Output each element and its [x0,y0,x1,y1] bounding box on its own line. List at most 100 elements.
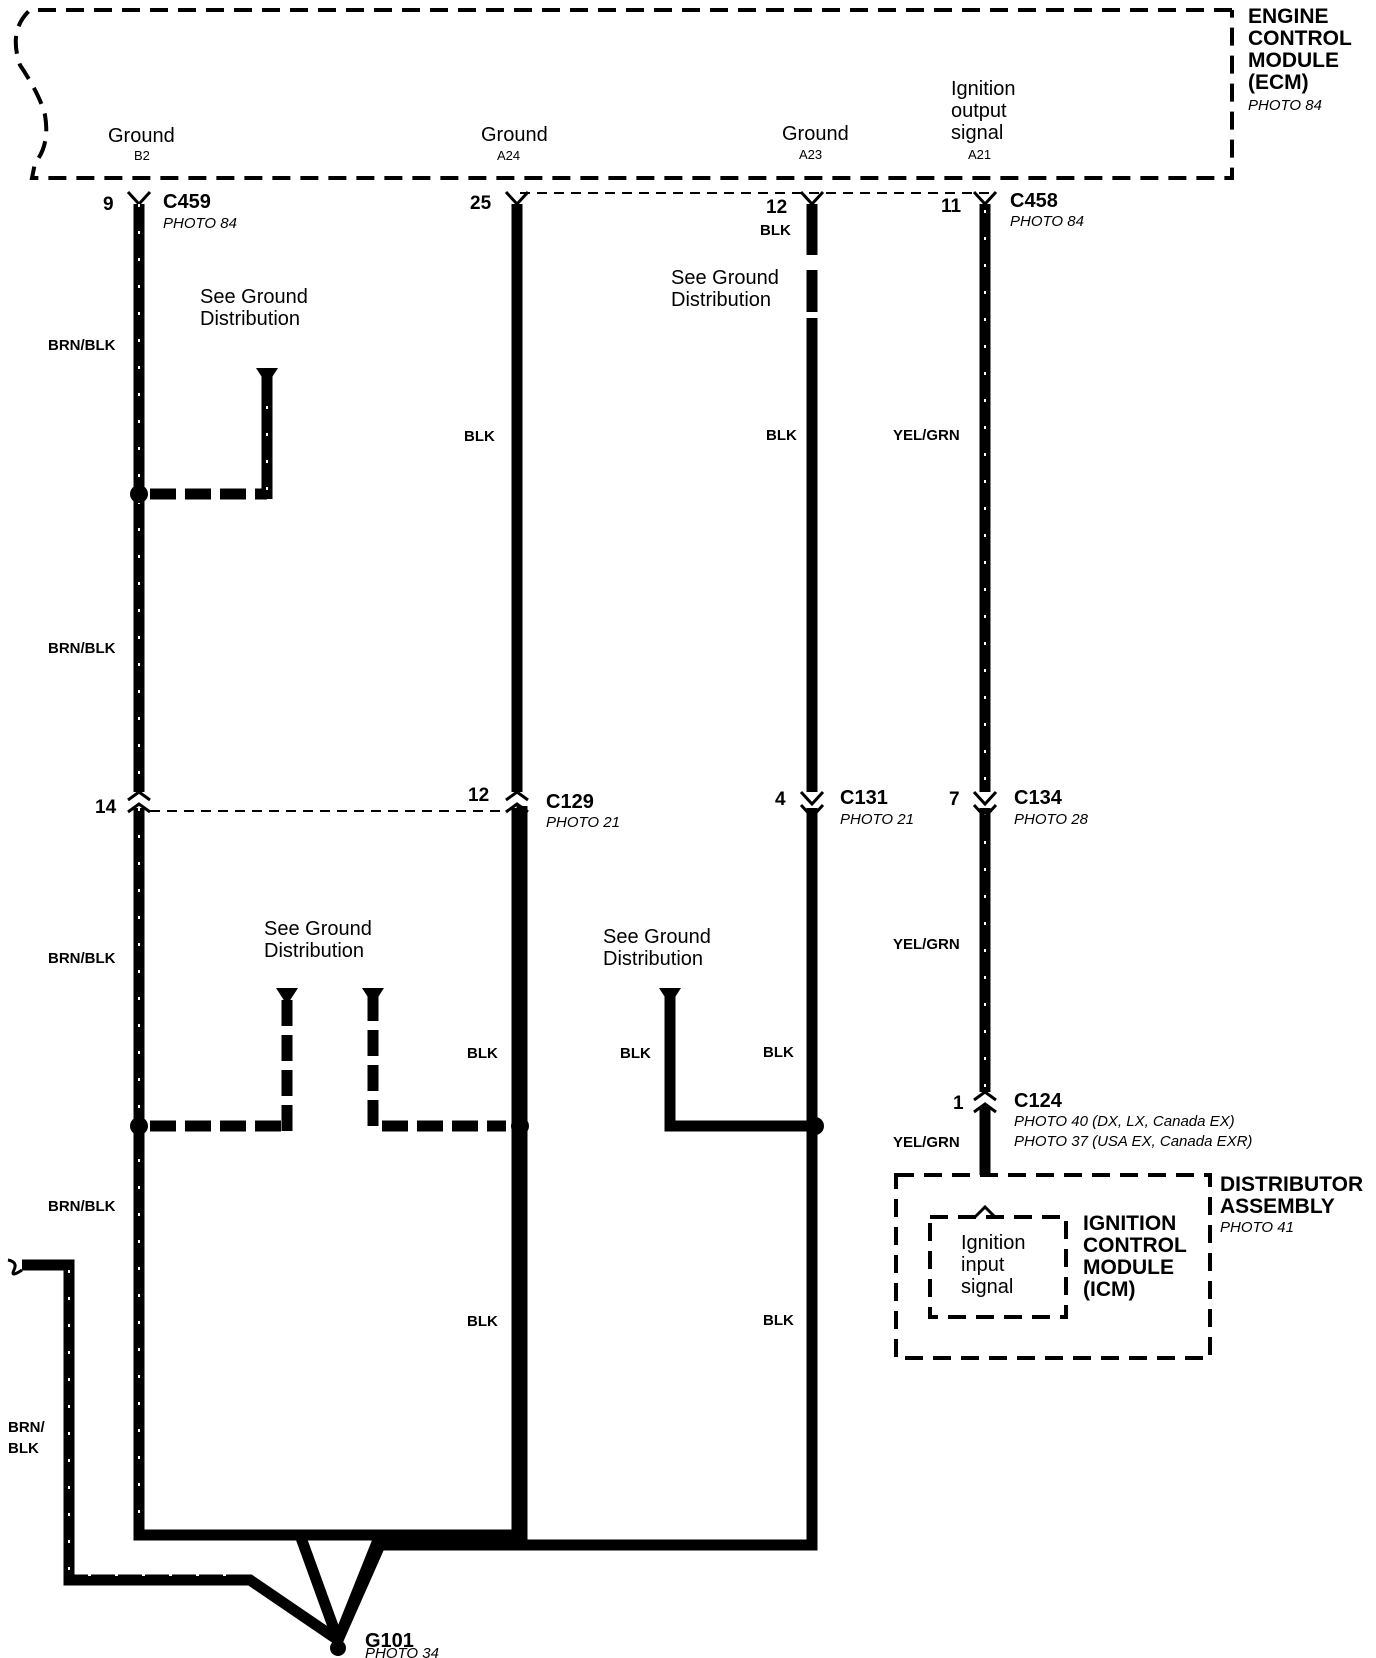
wire-break-symbol [7,1258,23,1276]
splice-node-upper [130,485,148,503]
ground-converge-wires [139,1529,522,1643]
wire-color-blk-a23-3: BLK [763,1312,794,1329]
c459-label: C459 [163,191,211,213]
ecm-terminal-a24-label: Ground [481,124,548,146]
c131-connector-symbol [799,790,825,820]
ground-distribution-lower-left-line1: See Ground [264,918,372,940]
c134-label: C134 [1014,787,1063,809]
ecm-title: ENGINE CONTROL MODULE (ECM) PHOTO 84 [1248,5,1352,114]
ecm-title-line3: MODULE [1248,49,1339,72]
c459-photo: PHOTO 84 [163,215,237,232]
ecm-terminal-a21-label-3: signal [951,122,1003,144]
distributor-photo: PHOTO 41 [1220,1219,1294,1236]
icm-title-line1: IGNITION [1083,1212,1176,1235]
ground-distribution-a23-line2: Distribution [671,289,771,311]
wire-color-brn-blk-1: BRN/BLK [48,337,116,354]
splice-node-lower-mid [511,1117,529,1135]
wire-color-yel-grn-2: YEL/GRN [893,936,960,953]
ground-distribution-arrow-lower-left [276,988,298,1005]
c124-label: C124 [1014,1090,1063,1112]
c134-connector-symbol [972,790,998,820]
icm-input-line3: signal [961,1276,1013,1298]
wire-color-brn-slash: BRN/ [8,1419,45,1436]
ground-distribution-arrow-lower-right [659,988,681,1005]
splice-node-lower-right [806,1117,824,1135]
icm-input-line1: Ignition [961,1232,1026,1254]
icm-box [928,1204,1068,1319]
ecm-box [13,8,1234,180]
ground-distribution-upper-line1: See Ground [200,286,308,308]
splice-upper-ground-distribution [130,368,278,503]
ground-symbol-g101 [330,1640,346,1656]
ecm-terminal-b2-label: Ground [108,125,175,147]
wire-color-blk-a24-2: BLK [467,1045,498,1062]
ground-distribution-arrow-lower-mid [362,988,384,1005]
wire-blk-a23 [332,204,818,1643]
c129-pin-14: 14 [95,797,117,818]
c124-photo-1: PHOTO 40 (DX, LX, Canada EX) [1014,1113,1235,1130]
splice-lower-left-ground-distribution [130,988,529,1135]
ground-distribution-upper-line2: Distribution [200,308,300,330]
c131-label: C131 [840,787,888,809]
wire-color-blk-line2: BLK [8,1440,39,1457]
ecm-terminal-b2-pin: B2 [134,148,150,163]
ecm-terminal-a21-label-1: Ignition [951,78,1016,100]
c124-photo-2: PHOTO 37 (USA EX, Canada EXR) [1014,1133,1252,1150]
wire-color-brn-blk-4: BRN/BLK [48,1198,116,1215]
icm-title-line3: MODULE [1083,1256,1174,1279]
wire-color-blk-a23-2: BLK [763,1044,794,1061]
wire-color-blk-a24-3: BLK [467,1313,498,1330]
splice-lower-right-ground-distribution [659,988,824,1135]
c131-photo: PHOTO 21 [840,811,914,828]
c458-label: C458 [1010,190,1058,212]
c129-connector-symbol-14 [127,790,151,814]
icm-input-line2: input [961,1254,1005,1276]
icm-connector-symbol [973,1204,997,1219]
ecm-terminal-a21-pin: A21 [968,147,991,162]
wire-color-brn-blk-3: BRN/BLK [48,950,116,967]
ground-distribution-a23-line1: See Ground [671,267,779,289]
ground-distribution-lower-left-line2: Distribution [264,940,364,962]
wire-color-blk-a24-1: BLK [464,428,495,445]
distributor-title-line1: DISTRIBUTOR [1220,1173,1363,1196]
wire-color-yel-grn-3: YEL/GRN [893,1134,960,1151]
ecm-terminal-a24-pin: A24 [497,148,520,163]
g101-label: G101 [365,1630,414,1652]
g101-photo: PHOTO 34 [365,1645,439,1658]
c131-pin: 4 [775,789,786,810]
a24-connector-symbol [504,190,530,207]
a24-pin-number: 25 [470,193,492,214]
ecm-terminal-a21-label-2: output [951,100,1007,122]
ecm-title-line2: CONTROL [1248,27,1352,50]
ecm-title-line1: ENGINE [1248,5,1329,28]
c458-photo: PHOTO 84 [1010,213,1084,230]
wire-brn-blk-far-left [7,1258,342,1645]
ecm-terminal-a23-label: Ground [782,123,849,145]
wire-color-blk-a23: BLK [760,222,791,239]
wire-color-yel-grn-1: YEL/GRN [893,427,960,444]
ecm-photo: PHOTO 84 [1248,97,1322,114]
c129-pin-12: 12 [468,785,489,806]
a23-pin-number: 12 [766,197,787,218]
c458-pin-number: 11 [941,196,962,217]
distributor-assembly-box [894,1173,1212,1360]
c129-photo: PHOTO 21 [546,814,620,831]
icm-title-line4: (ICM) [1083,1278,1135,1301]
c134-photo: PHOTO 28 [1014,811,1089,828]
splice-node-lower-left [130,1117,148,1135]
icm-title-line2: CONTROL [1083,1234,1187,1257]
ground-distribution-lower-right-line2: Distribution [603,948,703,970]
c124-connector-symbol [973,1090,997,1114]
ground-distribution-lower-right-line1: See Ground [603,926,711,948]
c124-pin: 1 [953,1093,964,1114]
ecm-title-line4: (ECM) [1248,71,1309,94]
distributor-title-line2: ASSEMBLY [1220,1195,1335,1218]
wire-color-blk-a23-1: BLK [766,427,797,444]
c134-pin: 7 [949,789,960,810]
c129-connector-symbol-12 [505,790,529,814]
c459-connector-symbol [126,190,152,207]
wire-color-brn-blk-2: BRN/BLK [48,640,116,657]
ecm-terminal-a23-pin: A23 [799,147,822,162]
wire-color-blk-lower-right: BLK [620,1045,651,1062]
